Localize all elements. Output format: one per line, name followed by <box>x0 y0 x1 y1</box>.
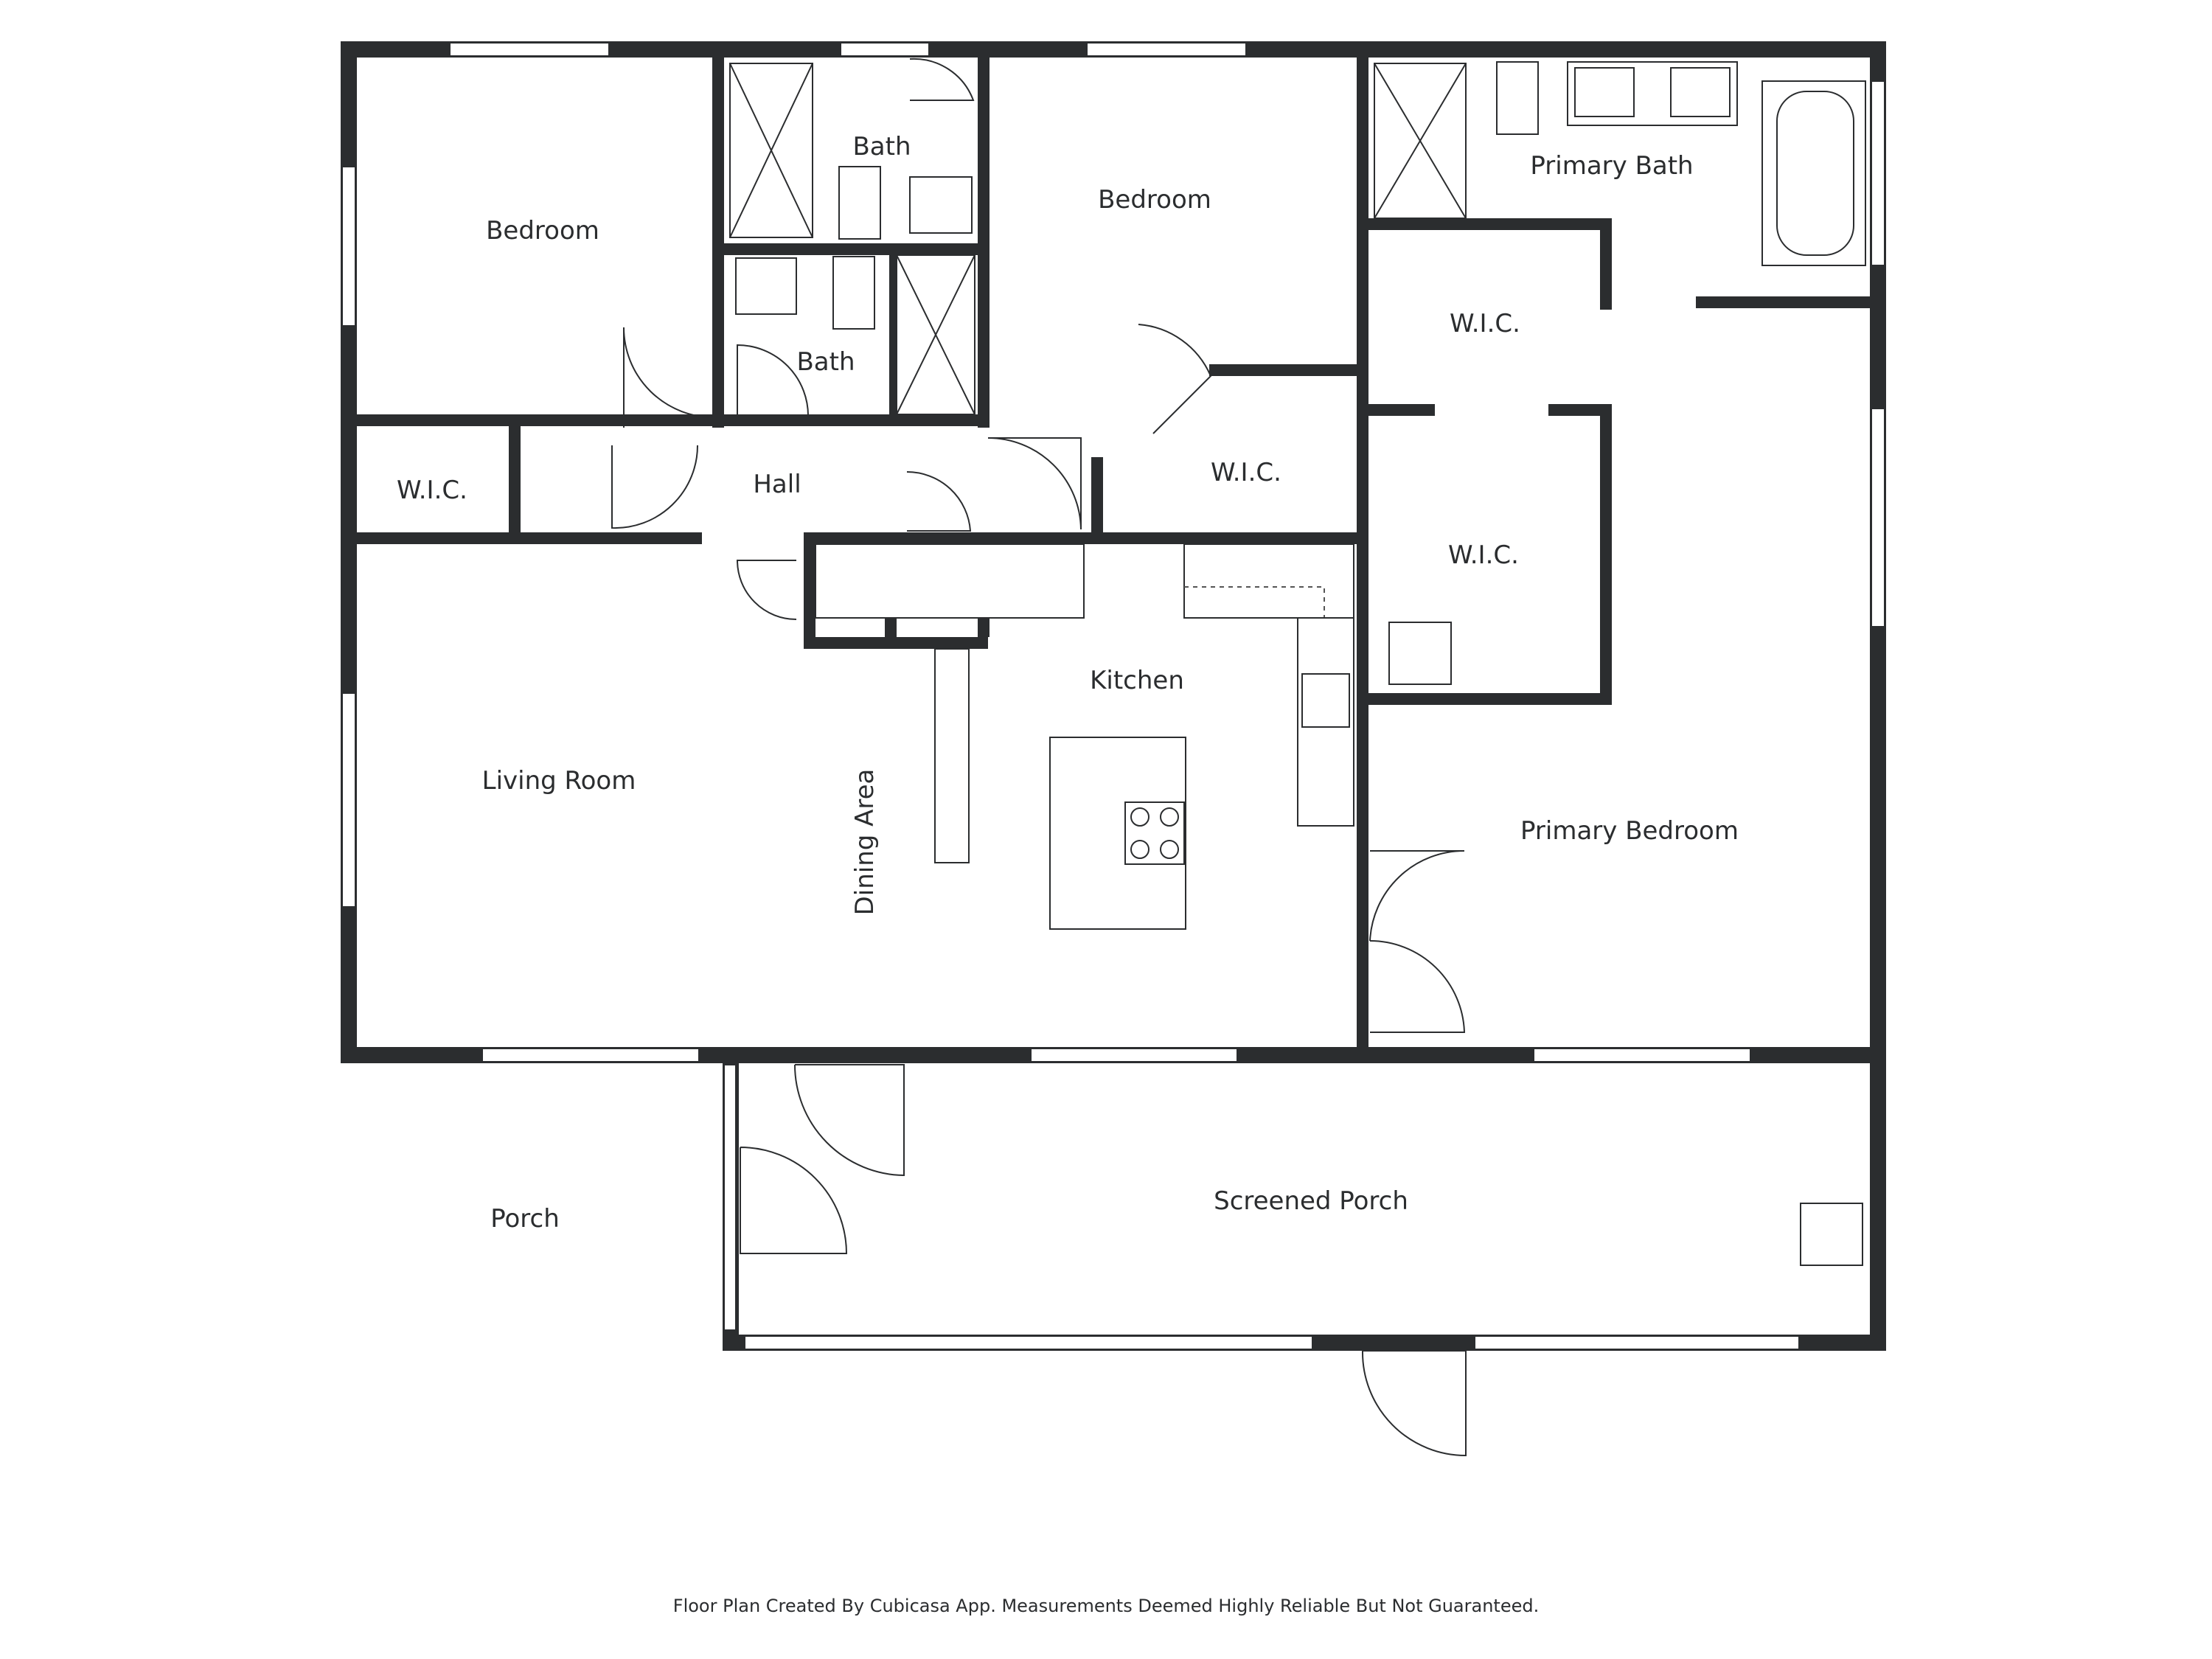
room-label-bath-1: Bath <box>852 132 911 161</box>
room-label-porch: Porch <box>490 1204 560 1234</box>
room-label-primary-bath: Primary Bath <box>1530 151 1693 181</box>
fixtures <box>729 61 1866 1266</box>
doors <box>611 58 1467 1457</box>
room-labels: Bedroom Bath Bath Bedroom Primary Bath W… <box>397 132 1739 1234</box>
room-label-primary-bedroom: Primary Bedroom <box>1520 816 1739 846</box>
room-label-bedroom-2: Bedroom <box>1098 185 1211 215</box>
room-label-bedroom-1: Bedroom <box>486 216 599 246</box>
room-label-screened-porch: Screened Porch <box>1214 1186 1408 1216</box>
room-label-dining-area: Dining Area <box>850 769 880 916</box>
room-label-living-room: Living Room <box>482 766 636 796</box>
room-label-wic-2: W.I.C. <box>397 476 467 505</box>
room-label-wic-3: W.I.C. <box>1211 458 1281 487</box>
room-label-hall: Hall <box>753 470 801 499</box>
room-label-wic-1: W.I.C. <box>1450 309 1520 338</box>
footer-disclaimer: Floor Plan Created By Cubicasa App. Meas… <box>672 1596 1540 1616</box>
windows <box>341 42 1885 1350</box>
room-label-kitchen: Kitchen <box>1090 666 1184 695</box>
room-label-bath-2: Bath <box>796 347 855 377</box>
room-label-wic-4: W.I.C. <box>1448 540 1519 570</box>
